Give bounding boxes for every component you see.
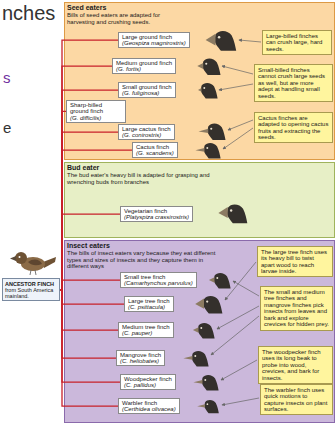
tree-branch <box>60 290 124 305</box>
band-fill <box>65 3 335 160</box>
callout-text: Large-billed finches can crush large, ha… <box>266 33 328 53</box>
tree-branch <box>60 290 118 331</box>
species-label: Large ground finch(Geospiza magnirostris… <box>118 32 190 48</box>
band-description: The bills of insect eaters vary because … <box>67 250 217 270</box>
species-label: Woodpecker finch(C. pallidus) <box>120 374 176 390</box>
title-fragment: nches <box>2 2 55 24</box>
ancestor-origin: from South America mainland. <box>5 287 57 299</box>
species-name: Sharp-billed ground finch <box>70 102 122 115</box>
diet-group-band: Insect eatersThe bills of insect eaters … <box>64 240 335 423</box>
species-name: Small tree finch <box>124 274 193 281</box>
species-label: Small ground finch(G. fuliginosa) <box>118 82 176 98</box>
finch-head <box>183 351 208 366</box>
adaptation-callout: The woodpecker finch uses its long beak … <box>258 346 333 384</box>
band-heading: Bud eater <box>67 164 332 172</box>
finch-head <box>209 273 231 288</box>
band-fill <box>65 241 335 423</box>
adaptation-callout: Small-billed finches cannot crush large … <box>254 64 333 102</box>
ancestor-finch-picture <box>10 252 56 275</box>
species-name: Medium tree finch <box>122 324 170 331</box>
species-binomial: (C. psittacula) <box>128 304 170 311</box>
species-label: Large tree finch(C. psittacula) <box>124 296 174 312</box>
species-label: Medium ground finch(G. fortis) <box>112 58 176 74</box>
species-name: Woodpecker finch <box>124 376 172 383</box>
title-fragment: s <box>3 70 11 87</box>
callout-text: Small-billed finches cannot crush large … <box>258 67 329 100</box>
species-label: Warbler finch(Certhidea olivacea) <box>118 398 180 414</box>
band-description: Bills of seed eaters are adapted for har… <box>67 12 167 25</box>
species-binomial: (Platyspiza crassirostris) <box>124 214 189 221</box>
finch-head <box>193 323 215 338</box>
species-binomial: (C. pallidus) <box>124 382 172 389</box>
finch-head <box>195 143 220 158</box>
tree-branch <box>60 290 120 383</box>
species-binomial: (Camarhynchus parvulus) <box>124 280 193 287</box>
callout-text: The woodpecker finch uses its long beak … <box>262 349 329 382</box>
species-binomial: (G. difficilis) <box>70 115 122 122</box>
species-name: Small ground finch <box>122 84 172 91</box>
species-name: Large tree finch <box>128 298 170 305</box>
band-heading: Seed eaters <box>67 4 332 12</box>
callout-text: The large tree finch uses its heavy bill… <box>261 249 329 275</box>
species-name: Cactus finch <box>136 144 174 151</box>
finch-head <box>197 58 220 75</box>
species-binomial: (C. heliobates) <box>120 358 161 365</box>
band-description: The bud eater's heavy bill is adapted fo… <box>67 172 237 185</box>
species-label: Small tree finch(Camarhynchus parvulus) <box>120 272 197 288</box>
adaptation-callout: Large-billed finches can crush large, ha… <box>262 30 332 55</box>
species-binomial: (C. pauper) <box>122 330 170 337</box>
species-binomial: (Certhidea olivacea) <box>122 406 176 413</box>
tree-branch <box>60 290 118 407</box>
tree-branch <box>60 290 116 359</box>
band-fill <box>65 163 335 238</box>
ancestor-heading: ANCESTOR FINCH <box>5 281 57 287</box>
species-label: Vegetarian finch(Platyspiza crassirostri… <box>120 206 193 222</box>
callout-text: The small and medium tree finches and ma… <box>264 289 329 329</box>
finch-head <box>195 296 222 314</box>
finch-head <box>193 375 218 390</box>
diet-group-band: Seed eatersBills of seed eaters are adap… <box>64 2 335 160</box>
species-name: Large cactus finch <box>122 126 171 133</box>
species-binomial: (Geospiza magnirostris) <box>122 40 186 47</box>
species-label: Sharp-billed ground finch(G. difficilis) <box>66 100 126 123</box>
species-binomial: (G. conirostris) <box>122 132 171 139</box>
species-name: Medium ground finch <box>116 60 172 67</box>
adaptation-callout: The small and medium tree finches and ma… <box>260 286 333 331</box>
species-name: Mangrove finch <box>120 352 161 359</box>
species-label: Mangrove finch(C. heliobates) <box>116 350 165 366</box>
species-binomial: (G. fuliginosa) <box>122 90 172 97</box>
tree-branch <box>60 280 120 289</box>
species-name: Warbler finch <box>122 400 176 407</box>
ancestor-box: ANCESTOR FINCHfrom South America mainlan… <box>2 278 60 301</box>
finch-head <box>197 400 219 413</box>
adaptation-callout: The large tree finch uses its heavy bill… <box>257 246 333 277</box>
species-label: Large cactus finch(G. conirostris) <box>118 124 175 140</box>
tree-branch <box>60 111 66 289</box>
species-name: Vegetarian finch <box>124 208 189 215</box>
diet-group-band: Bud eaterThe bud eater's heavy bill is a… <box>64 162 335 238</box>
species-label: Cactus finch(G. scandens) <box>132 142 178 158</box>
species-binomial: (G. scandens) <box>136 150 174 157</box>
callout-text: Cactus finches are adapted to opening ca… <box>258 115 329 141</box>
species-binomial: (G. fortis) <box>116 66 172 73</box>
callout-text: The warbler finch uses quick motions to … <box>264 387 329 413</box>
adaptation-callout: Cactus finches are adapted to opening ca… <box>254 112 333 143</box>
finch-head <box>198 83 218 98</box>
finch-head <box>206 31 237 51</box>
finch-head <box>199 123 226 140</box>
finch-head <box>218 204 247 223</box>
title-fragment: e <box>3 120 11 137</box>
species-label: Medium tree finch(C. pauper) <box>118 322 174 338</box>
adaptation-callout: The warbler finch uses quick motions to … <box>260 384 333 415</box>
species-name: Large ground finch <box>122 34 186 41</box>
